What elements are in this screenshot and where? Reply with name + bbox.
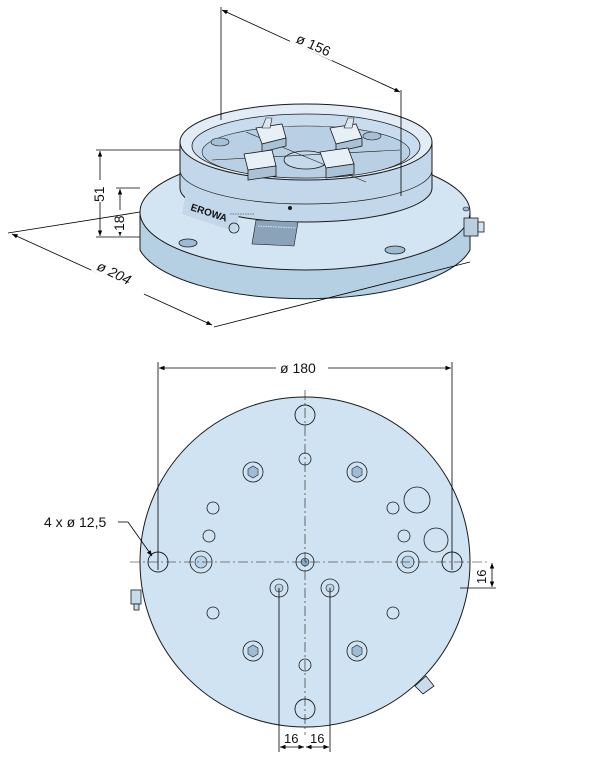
id-plate <box>251 219 299 247</box>
side-screw <box>130 589 142 611</box>
top-diameter-label: ø 156 <box>294 30 333 59</box>
logo-icon <box>228 222 240 234</box>
clamping-jaw <box>243 149 277 181</box>
clamping-jaw <box>255 117 287 153</box>
offset-right-label: 16 <box>474 570 489 584</box>
clamping-jaw <box>319 147 355 179</box>
dimension-offset-bottom: 16 16 <box>278 588 331 752</box>
offset-left-label: 16 <box>284 731 298 746</box>
hole-callout: 4 x ø 12,5 <box>44 514 153 557</box>
hex-screw <box>189 461 420 662</box>
pitch-diameter-label: ø 180 <box>280 360 316 376</box>
total-height-label: 51 <box>91 186 107 202</box>
dimension-base-height: 18 <box>111 187 140 236</box>
center-lines <box>130 390 490 735</box>
base-height-label: 18 <box>111 215 127 231</box>
offset-center-label: 16 <box>310 731 324 746</box>
side-screw <box>463 217 485 237</box>
dimension-total-height: 51 <box>90 149 180 238</box>
chuck-body: EROWA <box>179 103 433 247</box>
base-hole <box>384 245 406 255</box>
threaded-hole <box>202 452 411 672</box>
dimension-pitch-diameter: ø 180 <box>157 358 453 570</box>
perspective-view: EROWA ø 156 51 18 <box>7 7 485 328</box>
hole-callout-label: 4 x ø 12,5 <box>44 514 106 530</box>
side-screw <box>414 675 435 695</box>
dimension-offset-right: 16 <box>460 563 496 589</box>
plan-view: ø 180 4 x ø 12,5 16 16 16 <box>44 358 496 752</box>
base-hole <box>178 238 198 248</box>
